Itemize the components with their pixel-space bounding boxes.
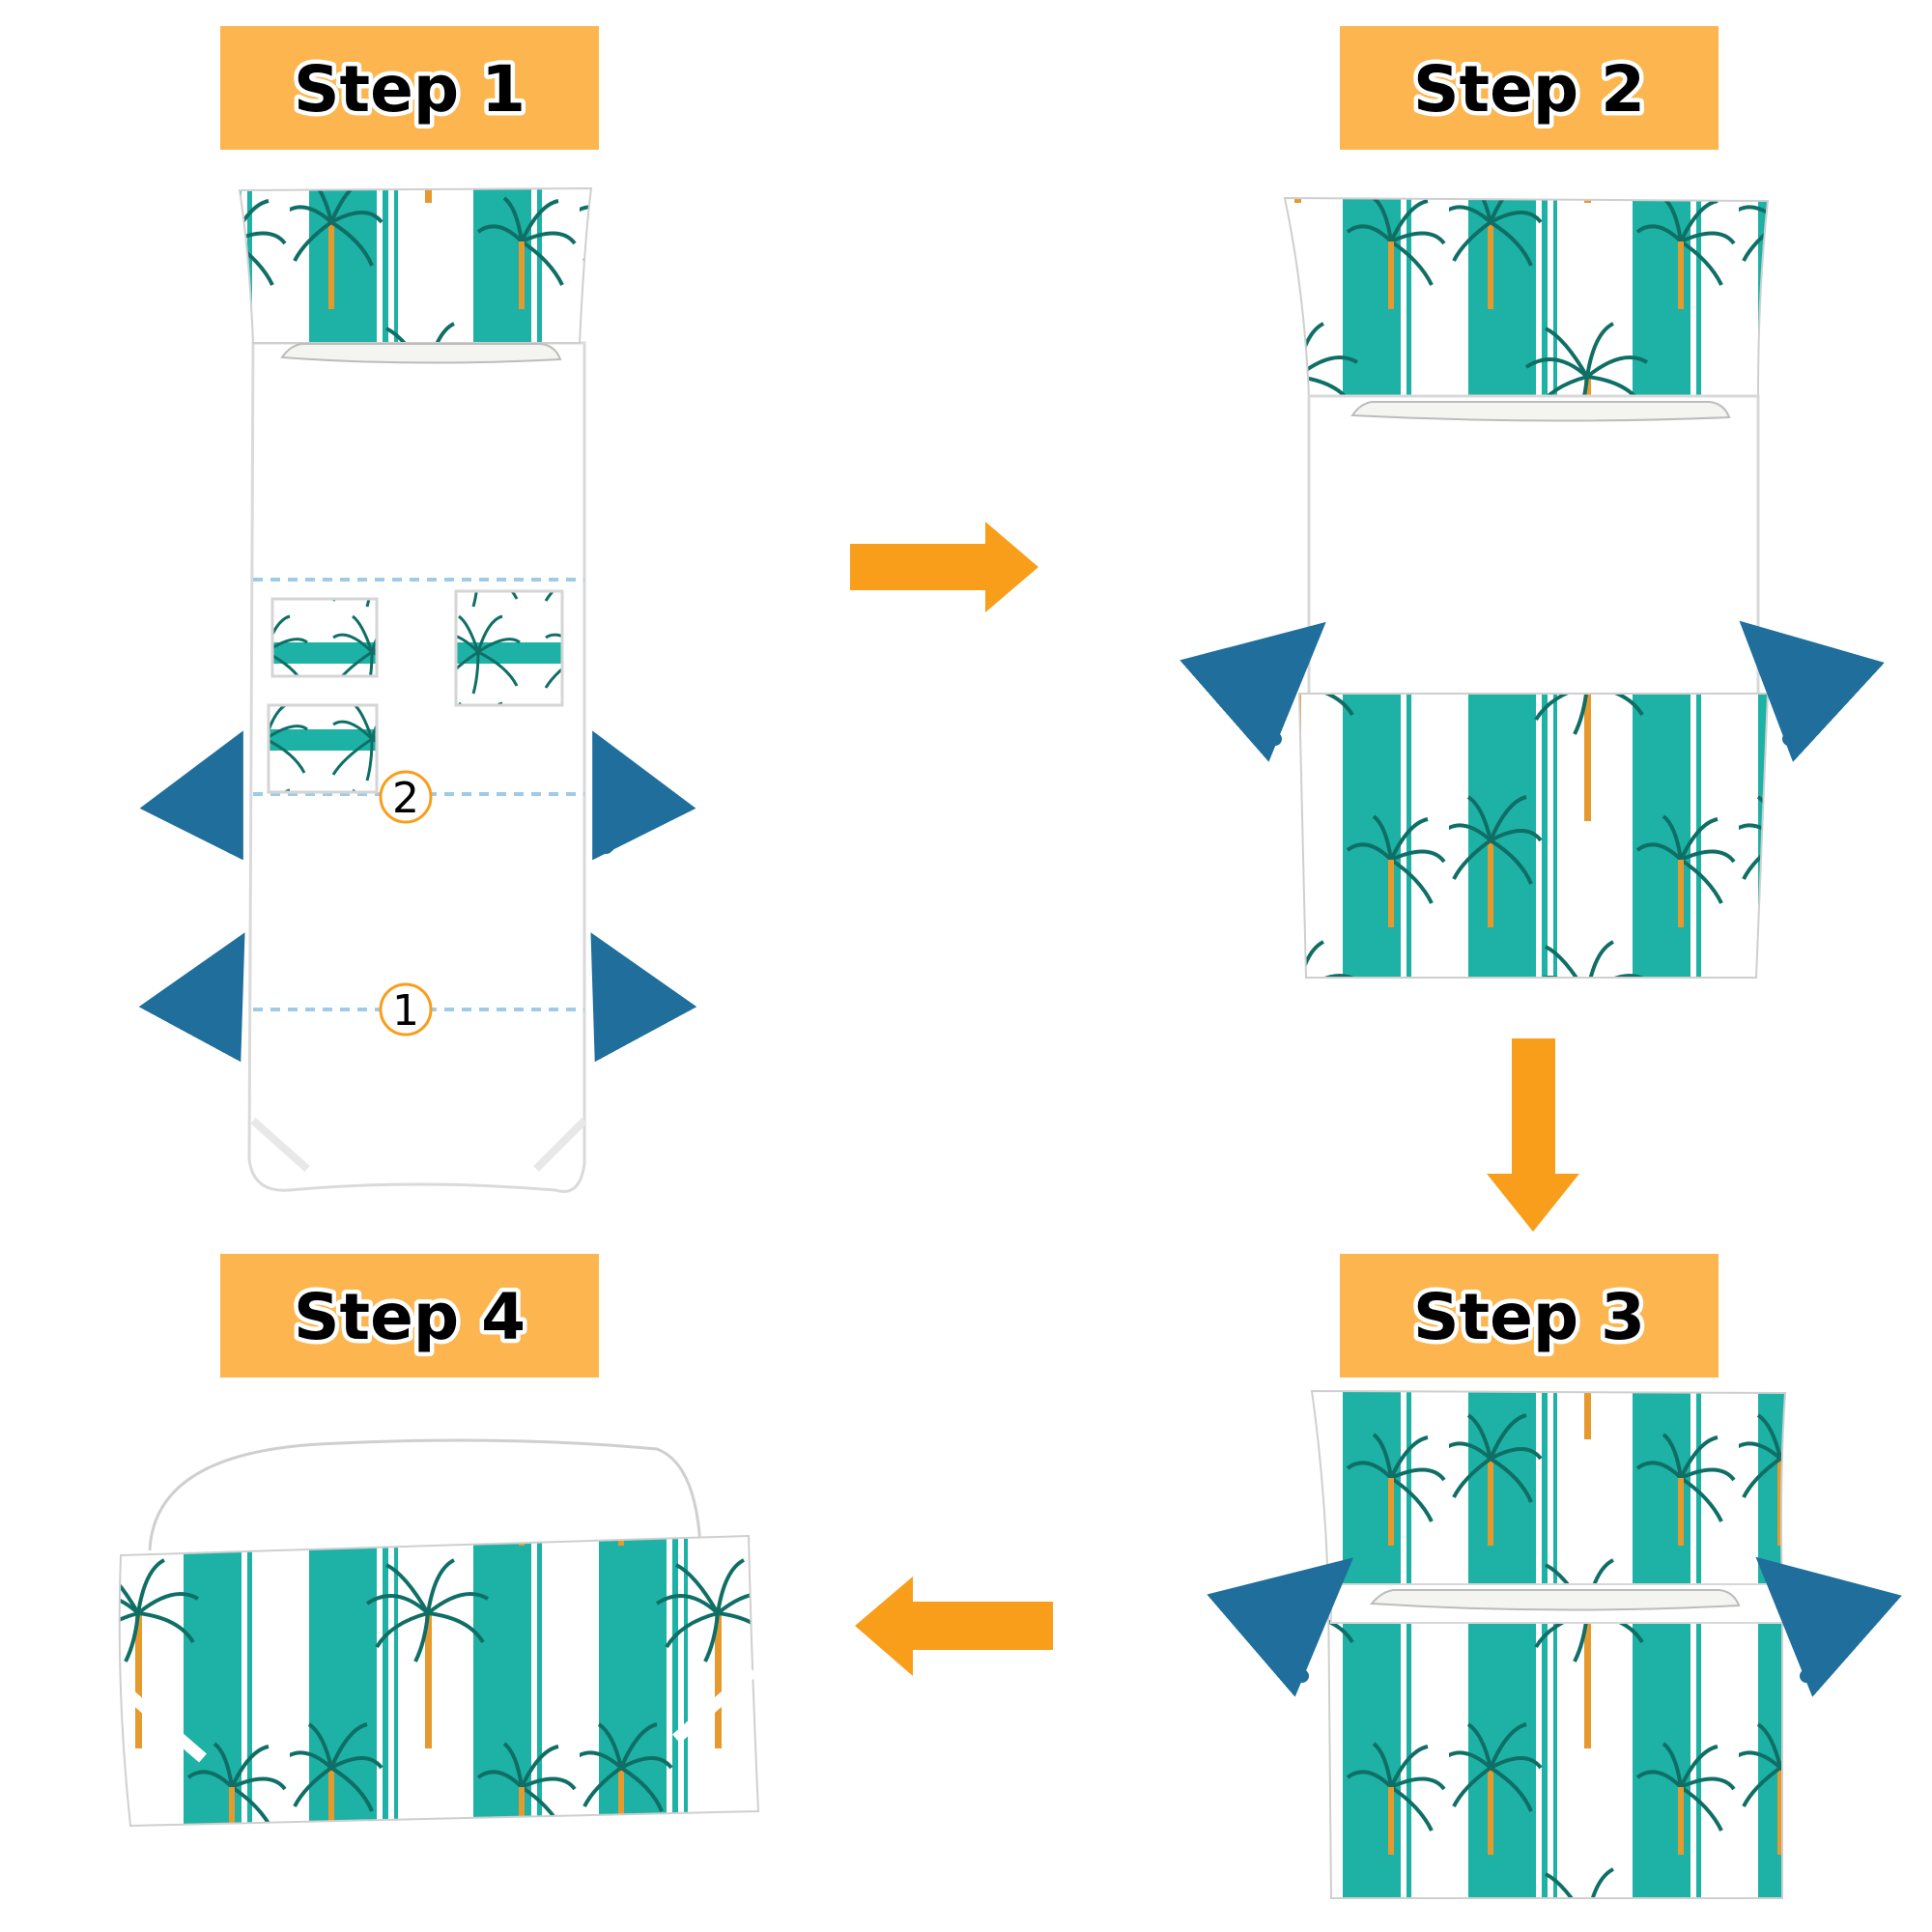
step-4-label: Step 4	[294, 1280, 526, 1354]
fold-marker-1: 1	[379, 982, 433, 1037]
step-4-banner: Step 4	[220, 1254, 599, 1378]
arrow-step1-to-step2	[850, 522, 1038, 612]
step-2-banner: Step 2	[1340, 26, 1719, 150]
arrow-step2-to-step3	[1487, 1038, 1579, 1232]
step-3-label: Step 3	[1413, 1280, 1645, 1354]
arrow-step3-to-step4	[855, 1577, 1053, 1676]
step-3-illustration	[1207, 1389, 1902, 1899]
fold-marker-2: 2	[379, 770, 433, 824]
step-2-label: Step 2	[1413, 52, 1645, 127]
step-1-illustration	[138, 186, 697, 1193]
step-2-illustration	[1179, 196, 1885, 979]
fold-marker-2-label: 2	[392, 774, 419, 823]
fold-marker-1-label: 1	[392, 986, 419, 1036]
step-1-label: Step 1	[294, 52, 526, 127]
step-3-banner: Step 3	[1340, 1254, 1719, 1378]
step-4-illustration	[118, 1430, 760, 1828]
step-1-banner: Step 1	[220, 26, 599, 150]
